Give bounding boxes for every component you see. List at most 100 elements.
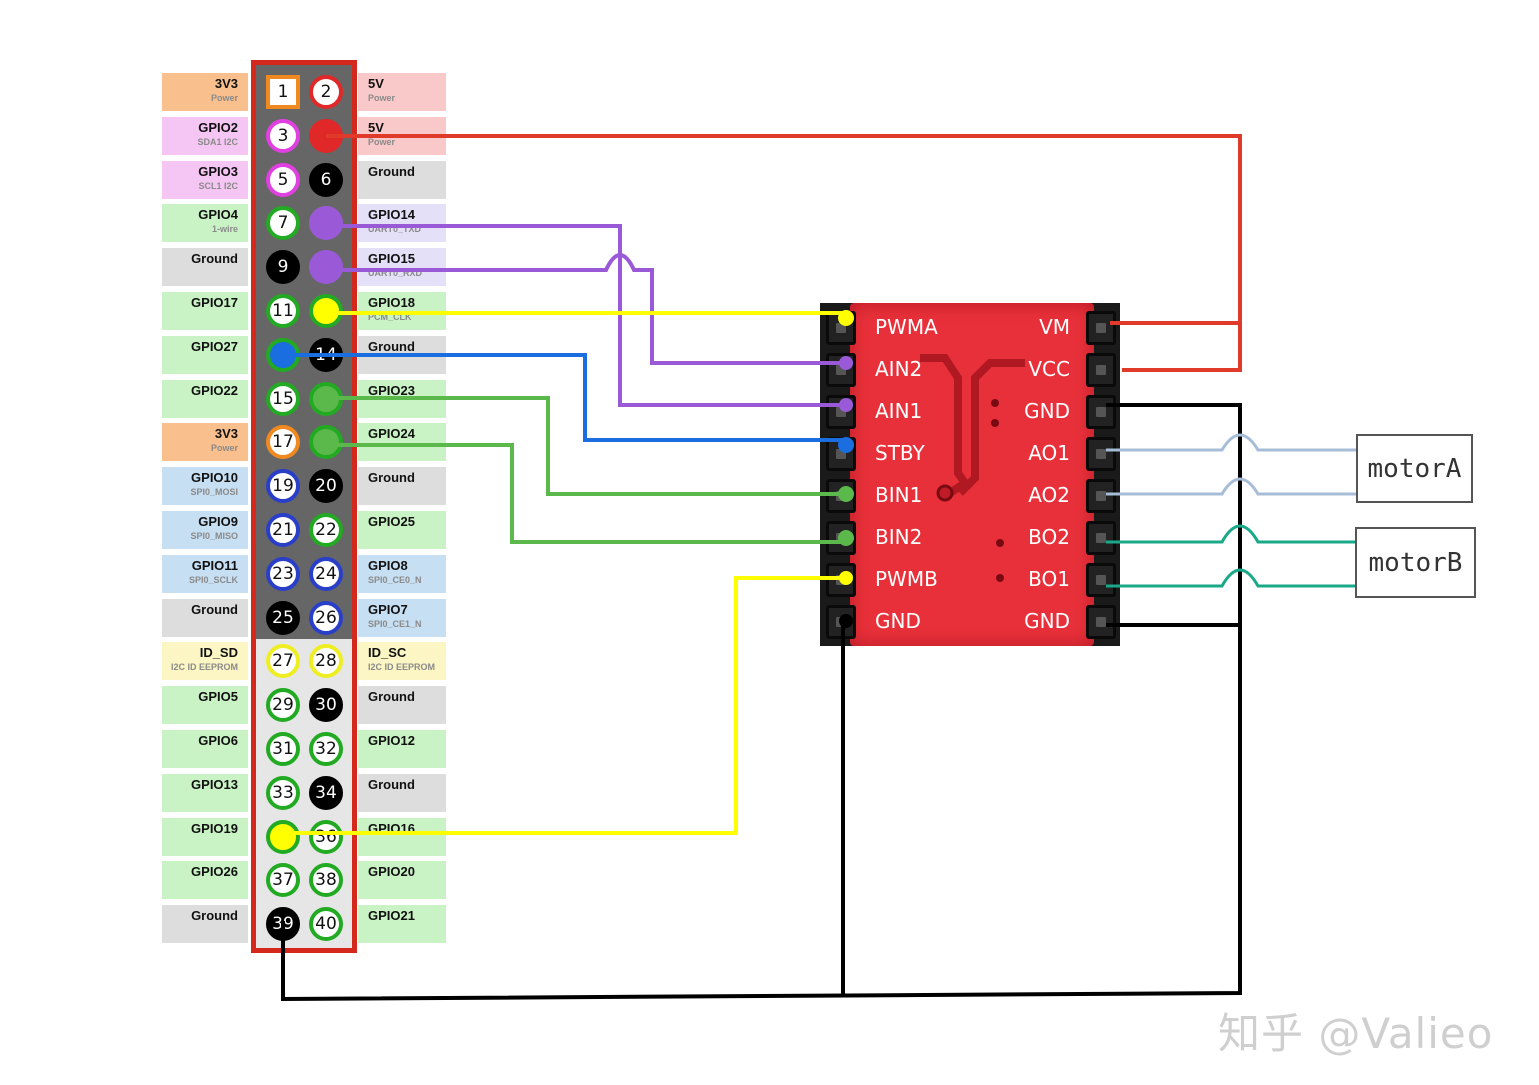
gpio-label-right: Ground [358,467,446,506]
terminal-stby [838,437,854,453]
gpio-pin: 29 [266,688,300,723]
pin-function: SPI0_CE1_N [368,618,422,629]
gpio-pin: 3 [266,118,300,153]
gpio-pin: 27 [266,644,300,679]
driver-pin-label-right: VCC [1028,357,1070,381]
terminal-bin1 [838,486,854,502]
gpio-label-right: Ground [358,773,446,812]
gpio-pin: 40 [309,907,343,942]
wire-ground-bus [281,403,1242,1002]
pin-function: Power [368,93,396,103]
gpio-label-right: 5V Power [358,73,446,111]
gpio-pin: 30 [309,688,343,723]
driver-pin-label-right: VM [1039,315,1070,339]
pin-name: GPIO20 [368,864,415,880]
gpio-pin: 25 [266,600,300,635]
gpio-pin: 32 [309,732,343,766]
wire-ao2 [1106,477,1358,496]
terminal-bin2 [838,530,854,546]
gpio-pin: 37 [266,863,300,898]
pin-name: Ground [368,163,415,179]
driver-pin-right [1086,437,1116,471]
motor-a-label: motorA [1367,453,1462,484]
driver-pin-label-right: AO1 [1028,441,1070,465]
driver-pin-right [1086,605,1116,639]
driver-pin-right [1086,311,1116,345]
gpio-pin: 33 [266,775,300,810]
pin-name: 5V [368,119,384,135]
pin-name: GPIO8 [368,557,408,573]
gpio-label-left: GPIO26 [162,861,248,900]
pin-name: GPIO5 [198,689,238,705]
pin-name: ID_SC [368,645,407,661]
pin-name: GPIO4 [198,207,238,223]
driver-pin-label-right: BO2 [1028,525,1070,549]
motor-a-box: motorA [1356,434,1473,503]
gpio-label-right: GPIO21 [358,905,446,944]
gpio-pin: 17 [266,425,300,460]
pin-name: GPIO3 [198,163,238,179]
pin-name: GPIO25 [368,514,415,529]
pcb-trace-art [920,354,1025,582]
wire-gpio14-ain1 [326,224,846,407]
gpio-label-left: GPIO5 [162,686,248,725]
gpio-pin: 6 [309,162,343,197]
wire-bo1 [1106,568,1357,588]
driver-pin-label-left: BIN2 [875,525,923,549]
driver-pin-label-left: AIN1 [875,399,923,423]
watermark: 知乎 @Valieo [1218,1009,1494,1058]
pin-name: GPIO7 [368,601,408,617]
gpio-pin: 24 [309,556,343,591]
pin-function: Power [368,136,396,147]
gpio-label-left: GPIO17 [162,292,248,330]
pin-name: GPIO17 [191,295,238,310]
pin-name: Ground [191,908,238,924]
gpio-pin: 31 [266,732,300,766]
driver-pin-label-right: GND [1024,399,1070,423]
pin-name: Ground [191,251,238,267]
pin-name: GPIO21 [368,908,415,924]
pin-name: GPIO13 [191,776,238,792]
gpio-label-right: GPIO12 [358,730,446,768]
pin-name: 5V [368,76,384,91]
pin-function: SPI0_MISO [190,531,238,541]
pin-name: GPIO9 [198,514,238,529]
driver-pin-label-left: PWMB [875,567,938,591]
gpio-label-right: GPIO25 [358,511,446,549]
terminal-ain1 [839,398,853,412]
pin-name: GPIO26 [191,864,238,880]
gpio-label-left: GPIO19 [162,817,248,856]
wire-gpio24-bin2 [326,443,846,544]
pin-name: GPIO15 [368,251,415,267]
pin-name: 3V3 [214,76,238,91]
wire-bo2 [1106,524,1357,544]
pin-name: GPIO27 [191,338,238,354]
gpio-label-left: GPIO27 [162,335,248,374]
driver-pin-label-right: AO2 [1028,483,1070,507]
gpio-label-right: Ground [358,686,446,725]
pin-name: GPIO23 [368,382,415,398]
pin-function: Power [210,443,238,454]
gpio-pin: 7 [266,206,300,241]
wire-gpio19-pwmb [283,576,846,835]
pin-function: I2C ID EEPROM [170,662,238,673]
driver-pin-label-left: STBY [875,441,925,465]
terminal-pwma [838,310,854,326]
gpio-label-right: GPIO24 [358,423,446,462]
pin-name: Ground [191,601,238,617]
gpio-label-left: Ground [162,598,248,637]
driver-pin-right [1086,479,1116,513]
pin-name: GPIO6 [198,733,238,748]
wire-ao1 [1106,433,1358,452]
gpio-label-left: Ground [162,905,248,944]
pin-name: GPIO18 [368,295,415,310]
